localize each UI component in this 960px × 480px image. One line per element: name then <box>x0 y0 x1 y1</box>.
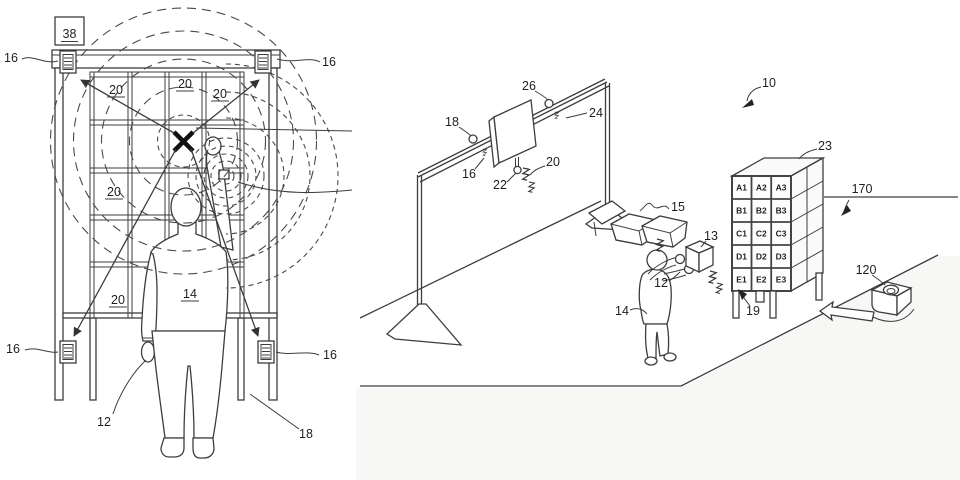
ref-label-13: 13 <box>704 229 718 243</box>
hand-left <box>674 253 686 265</box>
ref-label-16: 16 <box>6 342 20 356</box>
right-reference-labels: 10 26 24 18 16 22 20 15 13 23 170 <box>445 76 886 318</box>
ref-label-20: 20 <box>111 293 125 307</box>
ref-label-14: 14 <box>615 304 629 318</box>
ref-label-16: 16 <box>4 51 18 65</box>
scan-edge-shade <box>356 256 960 480</box>
ref-label-16: 16 <box>462 167 476 181</box>
ref-label-12: 12 <box>654 276 668 290</box>
bin-b3: B3 <box>776 206 787 216</box>
ref-label-19: 19 <box>746 304 760 318</box>
figure-left-triangulation-view: 38 20 20 20 20 20 14 16 16 16 16 <box>4 7 353 459</box>
ref-label-20: 20 <box>213 87 227 101</box>
ref-label-15: 15 <box>671 200 685 214</box>
controller-box-38: 38 <box>54 16 85 46</box>
shoe-left <box>160 437 185 458</box>
bin-a3: A3 <box>776 183 787 193</box>
leader-12 <box>112 359 147 415</box>
carried-box-13 <box>684 240 715 274</box>
bin-d2: D2 <box>756 252 767 262</box>
bin-e1: E1 <box>736 275 747 285</box>
ref-label-23: 23 <box>818 139 832 153</box>
ref-label-14: 14 <box>183 287 197 301</box>
person-left <box>140 136 234 459</box>
figure-right-warehouse-view: A1 A2 A3 B1 B2 B3 C1 C2 C3 D1 D2 D3 E1 E… <box>359 76 958 387</box>
ref-label-20: 20 <box>107 185 121 199</box>
x-position-mark <box>172 130 195 153</box>
ref-label-20: 20 <box>109 83 123 97</box>
signal-circles-x <box>49 7 318 275</box>
arrowhead-19 <box>738 289 747 300</box>
signal-circles-wrist <box>187 63 339 289</box>
device-120 <box>818 281 915 322</box>
head <box>646 249 668 271</box>
arrowhead-10 <box>742 99 754 108</box>
bin-c2: C2 <box>756 229 767 239</box>
triangulation-lines <box>73 79 260 337</box>
wrist-device <box>218 169 230 180</box>
bin-d1: D1 <box>736 252 747 262</box>
ref-label-12: 12 <box>97 415 111 429</box>
shoe-right <box>192 437 215 459</box>
ref-label-38: 38 <box>63 27 77 41</box>
ref-label-170: 170 <box>852 182 873 196</box>
bin-c1: C1 <box>736 229 747 239</box>
bin-b2: B2 <box>756 206 767 216</box>
block-arrow <box>818 300 875 322</box>
drop-sensor-22 <box>513 165 522 175</box>
bin-d3: D3 <box>776 252 787 262</box>
bin-b1: B1 <box>736 206 747 216</box>
ref-label-20: 20 <box>546 155 560 169</box>
rail-end-18 <box>468 134 478 144</box>
hanging-hand <box>140 341 156 363</box>
ref-label-26: 26 <box>522 79 536 93</box>
pointer-line-x <box>195 127 353 132</box>
ref-label-18: 18 <box>299 427 313 441</box>
head <box>170 187 202 227</box>
floor-edges <box>359 200 939 387</box>
shoe-left <box>644 356 658 366</box>
storage-shelf-23: A1 A2 A3 B1 B2 B3 C1 C2 C3 D1 D2 D3 E1 E… <box>729 156 826 319</box>
bin-e3: E3 <box>776 275 787 285</box>
ref-label-120: 120 <box>856 263 877 277</box>
ref-label-24: 24 <box>589 106 603 120</box>
shoe-right <box>663 352 677 362</box>
bin-c3: C3 <box>776 229 787 239</box>
bin-labels-20: 20 20 20 20 20 <box>105 77 229 308</box>
pointer-line-wrist <box>237 181 353 193</box>
ref-label-16: 16 <box>322 55 336 69</box>
ref-label-16: 16 <box>323 348 337 362</box>
tote-stand <box>587 200 688 248</box>
arrowhead-170 <box>841 205 851 216</box>
ref-label-22: 22 <box>493 178 507 192</box>
bin-e2: E2 <box>756 275 767 285</box>
bin-a2: A2 <box>756 183 767 193</box>
bin-a1: A1 <box>736 183 747 193</box>
ref-label-18: 18 <box>445 115 459 129</box>
ref-label-10: 10 <box>762 76 776 90</box>
trolley-26 <box>544 98 554 109</box>
panel-unit <box>468 98 554 175</box>
sensor-labels-16: 16 16 16 16 <box>4 51 337 362</box>
ref-label-20: 20 <box>178 77 192 91</box>
bin-grid-labels: A1 A2 A3 B1 B2 B3 C1 C2 C3 D1 D2 D3 E1 E… <box>736 183 787 285</box>
leader-18 <box>249 393 300 430</box>
person-right <box>638 240 715 366</box>
